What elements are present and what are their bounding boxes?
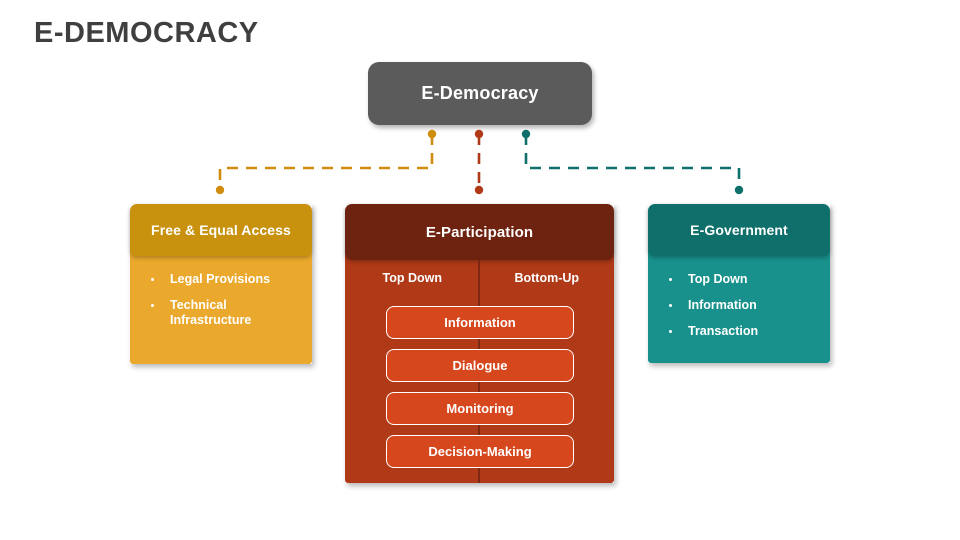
column-headings: Top Down Bottom-Up bbox=[345, 271, 614, 285]
page-title: E-DEMOCRACY bbox=[34, 17, 259, 49]
card-e-government[interactable]: E-Government Top Down Information Transa… bbox=[648, 204, 830, 363]
card-header-free-equal-access: Free & Equal Access bbox=[130, 204, 312, 256]
list-item-label: Legal Provisions bbox=[170, 272, 271, 286]
connector-teal bbox=[521, 129, 744, 195]
participation-level-label: Monitoring bbox=[446, 401, 514, 416]
bullet-list-e-government: Top Down Information Transaction bbox=[660, 272, 820, 339]
participation-level-label: Decision-Making bbox=[428, 444, 532, 459]
bullet-list-free-equal-access: Legal Provisions Technical Infrastructur… bbox=[142, 272, 302, 328]
bullet-dot-icon bbox=[151, 278, 154, 281]
list-item: Legal Provisions bbox=[142, 272, 302, 287]
list-item-label: Information bbox=[688, 298, 757, 312]
root-node-e-democracy[interactable]: E-Democracy bbox=[368, 62, 592, 125]
participation-level-label: Dialogue bbox=[452, 358, 508, 373]
participation-level-information[interactable]: Information bbox=[386, 306, 574, 339]
column-heading-top-down: Top Down bbox=[382, 271, 442, 285]
participation-level-list: Information Dialogue Monitoring Decision… bbox=[386, 306, 574, 478]
bullet-dot-icon bbox=[669, 304, 672, 307]
card-header-e-participation: E-Participation bbox=[345, 204, 614, 260]
participation-level-monitoring[interactable]: Monitoring bbox=[386, 392, 574, 425]
list-item-label: Technical Infrastructure bbox=[170, 298, 252, 327]
list-item: Transaction bbox=[660, 324, 820, 339]
card-e-participation[interactable]: E-Participation Top Down Bottom-Up Infor… bbox=[345, 204, 614, 483]
card-title-free-equal-access: Free & Equal Access bbox=[151, 222, 291, 238]
bullet-dot-icon bbox=[669, 330, 672, 333]
card-body-e-government: Top Down Information Transaction bbox=[648, 250, 830, 363]
list-item-label: Top Down bbox=[688, 272, 748, 286]
participation-level-decision-making[interactable]: Decision-Making bbox=[386, 435, 574, 468]
connector-red bbox=[474, 129, 484, 195]
list-item: Information bbox=[660, 298, 820, 313]
list-item: Technical Infrastructure bbox=[142, 298, 302, 328]
column-heading-bottom-up: Bottom-Up bbox=[514, 271, 580, 285]
card-free-equal-access[interactable]: Free & Equal Access Legal Provisions Tec… bbox=[130, 204, 312, 364]
card-title-e-participation: E-Participation bbox=[425, 223, 534, 241]
card-title-e-government: E-Government bbox=[690, 222, 788, 238]
bullet-dot-icon bbox=[151, 304, 154, 307]
connector-gold bbox=[215, 129, 437, 195]
root-node-label: E-Democracy bbox=[421, 83, 539, 103]
bullet-dot-icon bbox=[669, 278, 672, 281]
participation-level-label: Information bbox=[444, 315, 516, 330]
card-body-free-equal-access: Legal Provisions Technical Infrastructur… bbox=[130, 250, 312, 364]
card-header-e-government: E-Government bbox=[648, 204, 830, 256]
participation-level-dialogue[interactable]: Dialogue bbox=[386, 349, 574, 382]
list-item-label: Transaction bbox=[688, 324, 759, 338]
list-item: Top Down bbox=[660, 272, 820, 287]
